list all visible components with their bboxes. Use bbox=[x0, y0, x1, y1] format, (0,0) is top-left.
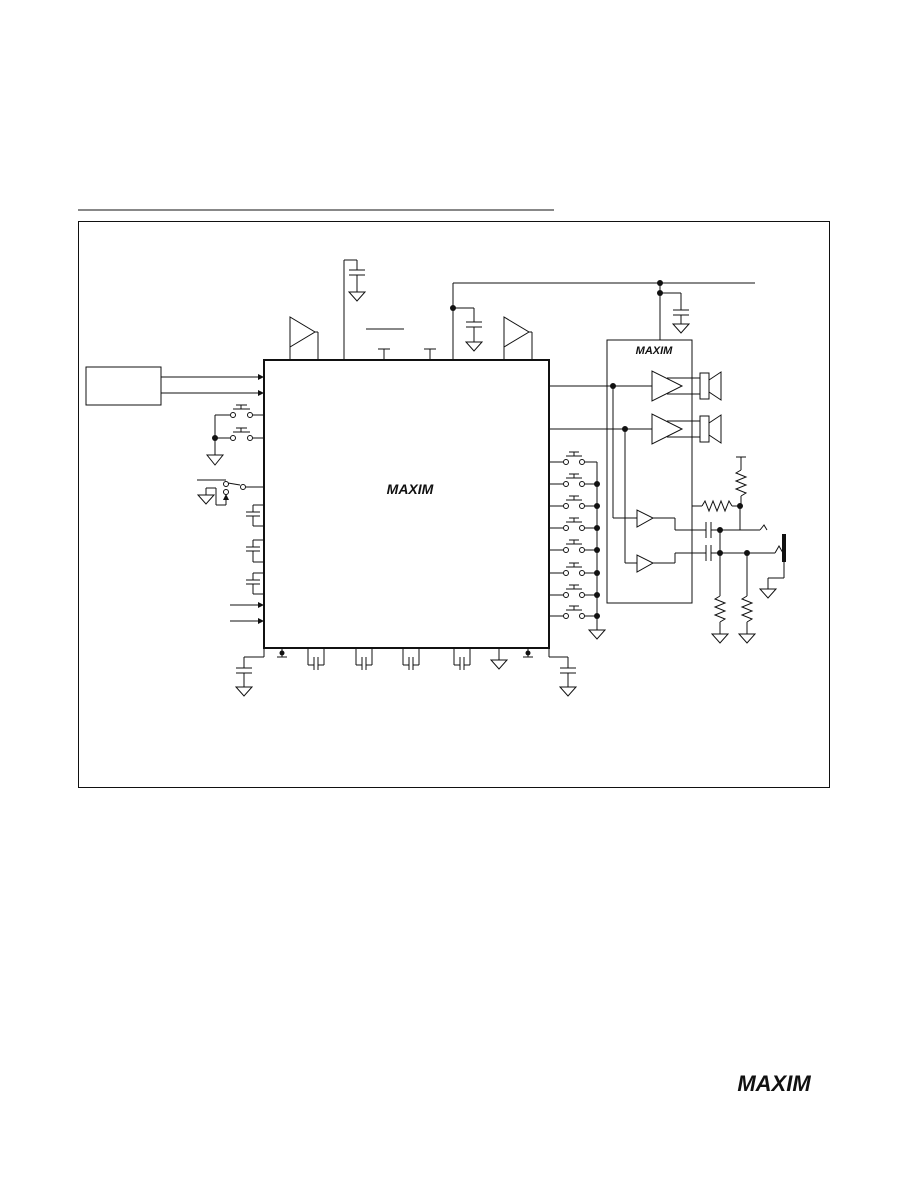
right-pushbutton bbox=[549, 451, 597, 465]
external-module bbox=[85, 366, 264, 406]
headphone-amp-1 bbox=[636, 509, 740, 538]
right-pushbutton bbox=[549, 539, 600, 553]
headphone-amp-2 bbox=[636, 545, 775, 573]
amp-input-lines bbox=[549, 383, 652, 564]
figure-frame bbox=[78, 221, 830, 788]
top-pins bbox=[366, 328, 436, 360]
top-buffer-right bbox=[503, 316, 533, 360]
top-capacitor-1 bbox=[343, 259, 367, 360]
headphone-jack bbox=[740, 524, 786, 599]
left-inputs bbox=[230, 602, 264, 624]
bottom-pins bbox=[234, 648, 578, 697]
amp-logo: MAXIM bbox=[636, 345, 674, 357]
footer-logo: MAXIM bbox=[737, 1071, 811, 1096]
supply-rail bbox=[450, 280, 755, 360]
left-pushbuttons bbox=[205, 404, 264, 466]
ground-symbol bbox=[587, 629, 607, 640]
right-pushbutton bbox=[549, 584, 600, 598]
right-pushbutton bbox=[549, 605, 600, 619]
sense-resistors bbox=[692, 456, 748, 530]
selector-switch bbox=[196, 479, 264, 506]
speaker-amp-1 bbox=[651, 370, 700, 402]
right-pushbutton bbox=[549, 562, 600, 576]
left-capacitors bbox=[246, 504, 264, 595]
right-pushbuttons bbox=[549, 451, 607, 640]
top-buffer-left bbox=[289, 316, 319, 360]
speaker-amp-2 bbox=[651, 413, 700, 445]
main-ic: MAXIM bbox=[263, 359, 550, 649]
right-pushbutton bbox=[549, 473, 600, 487]
right-pushbutton bbox=[549, 517, 600, 531]
speaker-1 bbox=[699, 371, 722, 401]
audio-amplifier-ic: MAXIM bbox=[606, 339, 693, 604]
speaker-2 bbox=[699, 414, 722, 444]
bias-resistors bbox=[710, 530, 757, 644]
right-pushbutton bbox=[549, 495, 600, 509]
chip-logo: MAXIM bbox=[387, 481, 434, 497]
